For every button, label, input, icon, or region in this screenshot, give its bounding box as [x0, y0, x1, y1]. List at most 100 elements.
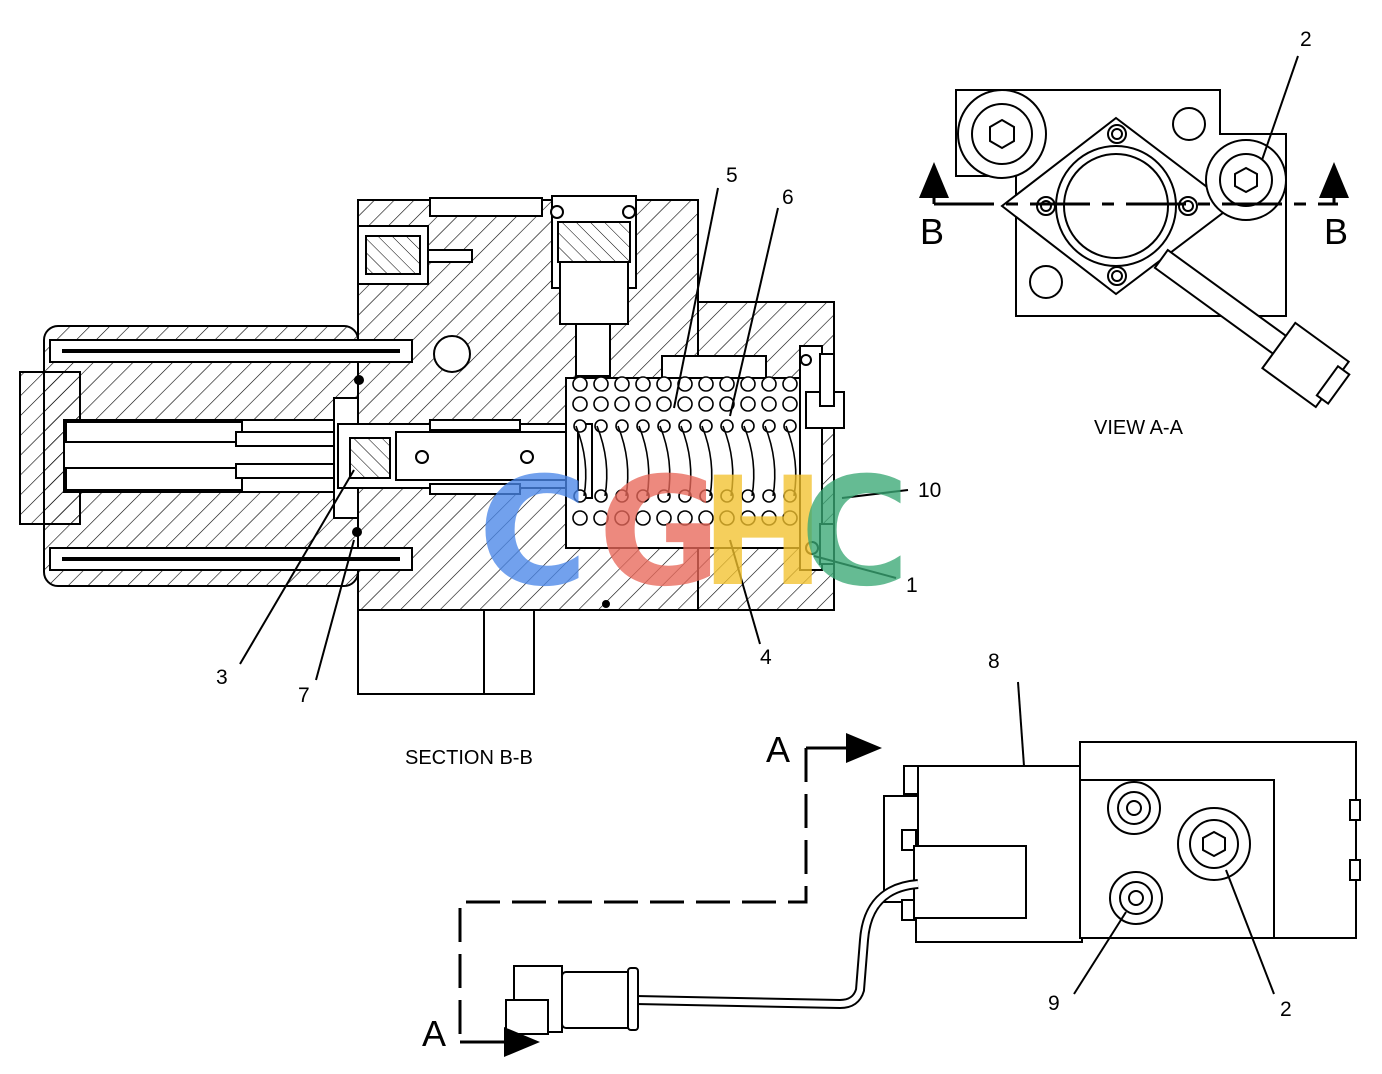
ext-coil	[913, 845, 1027, 919]
spring-coil-section	[636, 489, 650, 503]
spring-coil-strand	[701, 425, 713, 497]
spring-coil-strand	[722, 425, 734, 497]
spring-coil-section	[572, 510, 588, 526]
spring-coil-section	[635, 376, 651, 392]
spring-coil-section	[740, 396, 756, 412]
spring-coil-section	[614, 510, 630, 526]
spring-coil-strand	[617, 425, 629, 497]
spring-coil-strand	[785, 425, 797, 497]
spring-coil-section	[719, 510, 735, 526]
callout-1: 1	[906, 574, 918, 597]
spring-coil-section	[573, 489, 587, 503]
spring-coil-section	[782, 396, 798, 412]
spring-coil-section	[636, 419, 650, 433]
spring-coil-section	[594, 419, 608, 433]
spring-coil-section	[719, 396, 735, 412]
spring-coil-section	[656, 376, 672, 392]
callout-10: 10	[918, 479, 941, 502]
spring-coil-section	[761, 396, 777, 412]
spring-coil-strand	[680, 425, 692, 497]
passage-circle	[433, 335, 471, 373]
spring-coil-strand	[743, 425, 755, 497]
spring-coil-section	[572, 396, 588, 412]
spring-coil-section	[719, 376, 735, 392]
callout-2-view: 2	[1300, 28, 1312, 51]
spring-coil-section	[593, 510, 609, 526]
spring-coil-section	[720, 489, 734, 503]
spring-coil-section	[783, 489, 797, 503]
section-line-b-b	[919, 162, 1349, 206]
springs	[572, 376, 798, 526]
spring-coil-section	[657, 489, 671, 503]
spring-coil-section	[656, 396, 672, 412]
spring-coil-section	[698, 510, 714, 526]
spring-coil-section	[614, 396, 630, 412]
leader-lines	[239, 55, 1299, 995]
spring-coil-section	[782, 510, 798, 526]
spring-coil-strand	[638, 425, 650, 497]
spring-coil-section	[573, 419, 587, 433]
spring-coil-section	[593, 396, 609, 412]
spring-coil-section	[615, 419, 629, 433]
callout-5: 5	[726, 164, 738, 187]
callout-7: 7	[298, 684, 310, 707]
spring-coil-section	[741, 489, 755, 503]
watermark-letter: H	[700, 446, 826, 620]
spring-coil-section	[678, 419, 692, 433]
spring-coil-strand	[659, 425, 671, 497]
spring-coil-section	[761, 510, 777, 526]
watermark-letter: C	[478, 446, 588, 620]
spring-coil-strand	[596, 425, 608, 497]
spring-coil-section	[740, 376, 756, 392]
callout-9: 9	[1048, 992, 1060, 1015]
spring-coil-strand	[764, 425, 776, 497]
spring-coil-section	[678, 489, 692, 503]
section-marker-a-bottom: A	[422, 1013, 446, 1054]
callout-6: 6	[782, 186, 794, 209]
spring-coil-section	[657, 419, 671, 433]
spring-coil-section	[783, 419, 797, 433]
section-line-a-a	[458, 733, 882, 1057]
top-fitting	[429, 197, 543, 217]
section-marker-a-top: A	[766, 729, 790, 770]
callout-8: 8	[988, 650, 1000, 673]
view-connector-arm	[1153, 248, 1351, 409]
spring-coil-section	[698, 376, 714, 392]
spring-coil-section	[761, 376, 777, 392]
view-a-a-drawing	[955, 89, 1351, 409]
spring-coil-section	[699, 419, 713, 433]
spring-coil-section	[615, 489, 629, 503]
spring-coil-section	[741, 419, 755, 433]
callout-2-ext: 2	[1280, 998, 1292, 1021]
spring-coil-section	[762, 489, 776, 503]
spring-coil-section	[677, 510, 693, 526]
spring-coil-strand	[575, 425, 587, 497]
spring-coil-section	[720, 419, 734, 433]
watermark-letter: G	[598, 446, 721, 620]
callout-3: 3	[216, 666, 228, 689]
spring-coil-section	[656, 510, 672, 526]
spring-coil-section	[699, 489, 713, 503]
spring-coil-section	[677, 396, 693, 412]
armature	[65, 421, 243, 443]
spring-coil-section	[614, 376, 630, 392]
view-a-a-caption: VIEW A-A	[1094, 417, 1184, 439]
callout-4: 4	[760, 646, 772, 669]
spring-coil-section	[782, 376, 798, 392]
spring-coil-section	[740, 510, 756, 526]
watermark-letter: C	[800, 446, 910, 620]
external-view-drawing	[505, 741, 1361, 1035]
section-marker-b-left: B	[920, 211, 944, 252]
spring-coil-section	[762, 419, 776, 433]
spring-coil-section	[594, 489, 608, 503]
spring-coil-section	[698, 396, 714, 412]
spring-coil-section	[635, 396, 651, 412]
connector-housing	[357, 609, 535, 695]
spring-coil-section	[593, 376, 609, 392]
section-marker-b-right: B	[1324, 211, 1348, 252]
spring-coil-section	[635, 510, 651, 526]
spring-coil-section	[572, 376, 588, 392]
section-b-b-caption: SECTION B-B	[405, 747, 533, 769]
